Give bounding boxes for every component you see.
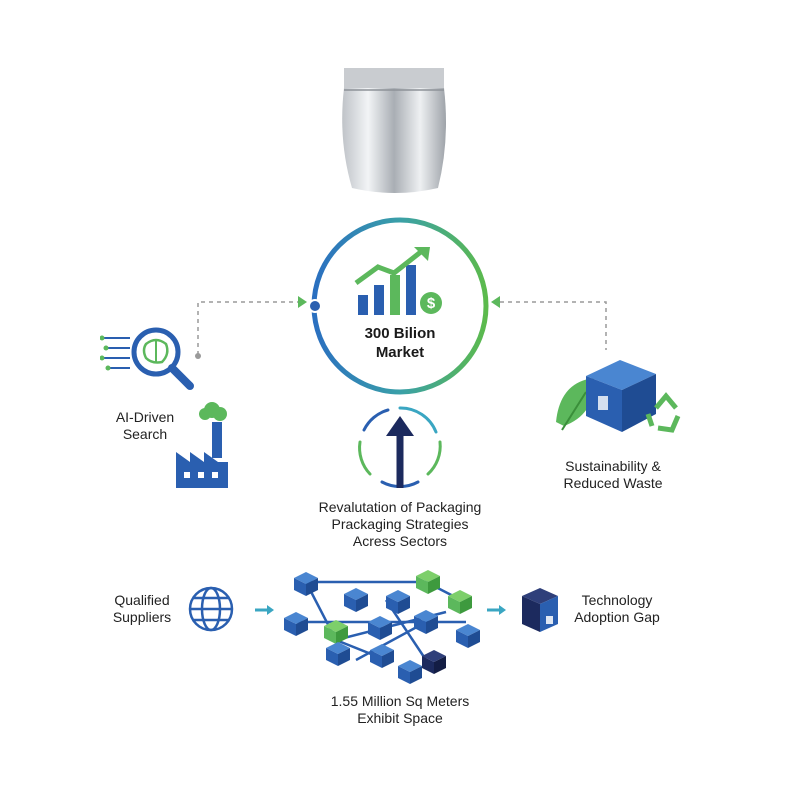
sustainability-label-line2: Reduced Waste xyxy=(563,475,663,491)
exhibit-label-line2: Exhibit Space xyxy=(357,710,443,726)
tech-box-icon xyxy=(522,588,558,632)
pouch-icon xyxy=(342,68,446,193)
suppliers-label-line1: Qualified xyxy=(114,592,170,608)
dollar-icon: $ xyxy=(420,292,442,314)
strategy-label-line3: Acress Sectors xyxy=(352,533,448,549)
market-label-line2: Market xyxy=(375,344,425,361)
market-label-line1: 300 Bilion xyxy=(364,325,436,342)
strategy-label: Revalutation of Packaging Prackaging Str… xyxy=(280,499,520,550)
tech-gap-label-line2: Adoption Gap xyxy=(574,609,660,625)
swirl-arrow-icon xyxy=(358,406,442,489)
tech-gap-label-line1: Technology xyxy=(581,592,653,608)
factory-icon xyxy=(176,402,228,488)
ai-search-label-line2: Search xyxy=(122,426,168,442)
leaf-icon xyxy=(556,378,595,426)
brain-search-icon xyxy=(100,327,194,390)
exhibit-label-line1: 1.55 Million Sq Meters xyxy=(330,693,470,709)
box-recycle-icon xyxy=(556,360,681,433)
exhibit-label: 1.55 Million Sq Meters Exhibit Space xyxy=(300,693,500,727)
svg-text:$: $ xyxy=(427,295,436,312)
suppliers-label-line2: Suppliers xyxy=(112,609,172,625)
strategy-label-line1: Revalutation of Packaging xyxy=(318,499,482,515)
strategy-label-line2: Prackaging Strategies xyxy=(331,516,469,532)
globe-icon xyxy=(188,586,234,632)
market-label: 300 Bilion Market xyxy=(330,324,470,362)
ai-search-label-line1: AI-Driven xyxy=(115,409,175,425)
sustainability-label: Sustainability & Reduced Waste xyxy=(548,458,678,492)
tech-gap-label: Technology Adoption Gap xyxy=(562,592,672,626)
sustainability-label-line1: Sustainability & xyxy=(565,458,661,474)
growth-chart-icon xyxy=(354,247,430,315)
suppliers-label: Qualified Suppliers xyxy=(100,592,184,626)
cube-network-icon xyxy=(284,570,480,684)
ai-search-label: AI-Driven Search xyxy=(90,409,200,443)
